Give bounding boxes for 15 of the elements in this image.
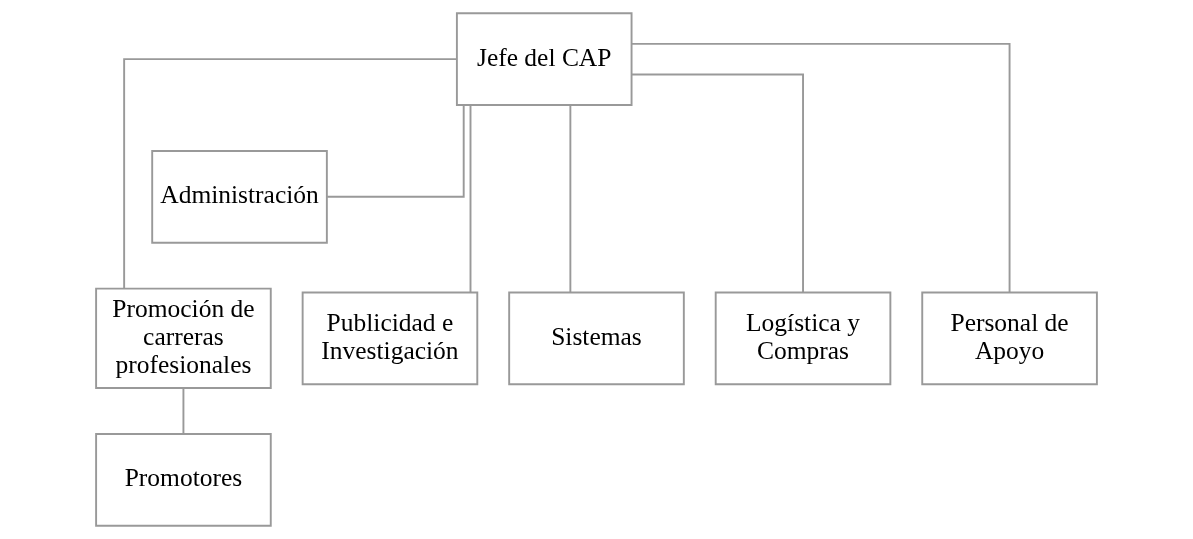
connector [123,58,458,290]
node-box: Jefe del CAP [455,12,633,106]
connector [182,387,185,435]
connector [630,42,1011,294]
node-box: Publicidad e Investigación [301,291,479,386]
connector [569,104,572,294]
node-box: Logística y Compras [714,291,892,386]
node-box: Sistemas [508,291,685,386]
connector [326,104,465,198]
connector [630,73,804,294]
node-box: Personal de Apoyo [921,291,1098,386]
node-box: Promoción de carreras profesionales [95,287,272,390]
node-box: Promotores [95,433,272,527]
node-box: Administración [151,149,328,244]
connector [469,104,472,294]
